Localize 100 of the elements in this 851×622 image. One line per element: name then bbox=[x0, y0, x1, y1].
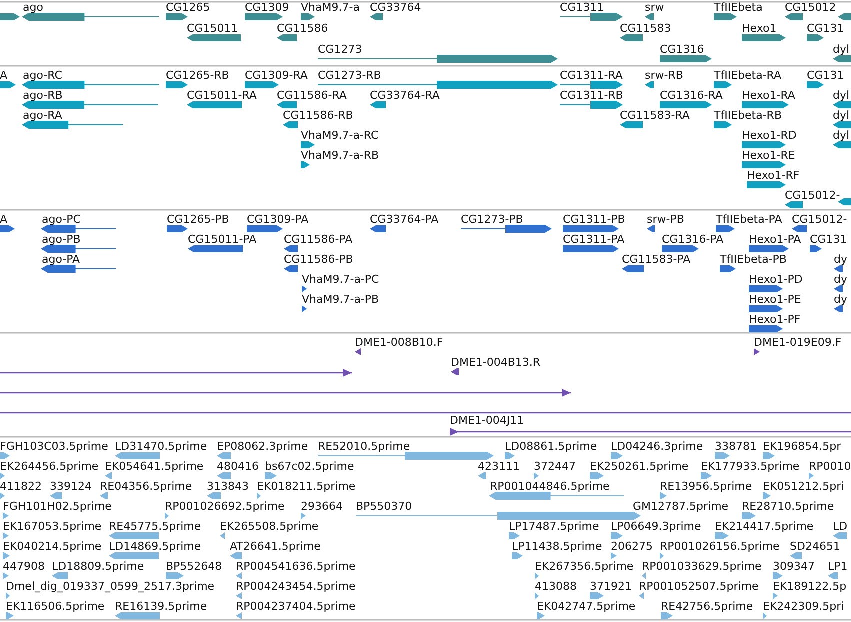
feature-label: CG1316-RA bbox=[660, 89, 723, 102]
feature-label: CG11586-RB bbox=[283, 109, 354, 122]
feature-label: RE52010.5prime bbox=[318, 440, 410, 453]
feature-label: CG15011-PA bbox=[188, 233, 257, 246]
feature-label: CG11586-RA bbox=[277, 89, 347, 102]
feature-label: 338781 bbox=[715, 440, 757, 453]
feature-label: DME1-019E09.F bbox=[754, 336, 842, 349]
feature-label: Dmel_dig_019337_0599_2517.3prime bbox=[6, 580, 215, 593]
feature-label: DME1-004J11 bbox=[450, 414, 524, 427]
feature-label: RP004237404.5prime bbox=[236, 600, 356, 613]
feature-label: CG131 bbox=[807, 22, 844, 35]
feature-label: LD bbox=[833, 520, 848, 533]
feature-label: srw-PB bbox=[647, 213, 684, 226]
feature-label: A bbox=[0, 213, 8, 226]
feature-label: CG11583-PA bbox=[622, 253, 691, 266]
feature-label: CG33764-RA bbox=[370, 89, 440, 102]
feature-label: LD04246.3prime bbox=[611, 440, 704, 453]
feature-label: CG1273-PB bbox=[461, 213, 524, 226]
feature-label: CG1316 bbox=[660, 43, 704, 56]
feature-label: VhaM9.7-a-RC bbox=[301, 129, 379, 142]
feature-label: VhaM9.7-a bbox=[301, 1, 360, 14]
feature-label: 206275 bbox=[611, 540, 653, 553]
feature-label: CG1311-PA bbox=[563, 233, 625, 246]
feature-label: CG1311-PB bbox=[563, 213, 626, 226]
feature-label: Hexo1-RD bbox=[742, 129, 797, 142]
feature-label: 447908 bbox=[3, 560, 45, 573]
feature-label: 372447 bbox=[534, 460, 576, 473]
feature-label: ago-RA bbox=[23, 109, 62, 122]
feature-label: BP552648 bbox=[166, 560, 222, 573]
feature-label: srw-RB bbox=[645, 69, 684, 82]
feature-label: CG1309 bbox=[245, 1, 290, 14]
feature-label: RP001052507.5prime bbox=[639, 580, 759, 593]
feature-label: Hexo1-RF bbox=[747, 169, 800, 182]
feature-label: Hexo1-PD bbox=[749, 273, 803, 286]
feature-label: RE28710.5prime bbox=[742, 500, 834, 513]
feature-label: CG1311-RA bbox=[560, 69, 623, 82]
feature-label: SD24651 bbox=[790, 540, 840, 553]
feature-label: EK051212.5pri bbox=[763, 480, 844, 493]
feature-label: Hexo1-RE bbox=[742, 149, 796, 162]
feature-label: 411822 bbox=[0, 480, 42, 493]
feature-label: TfIIEbeta-PB bbox=[720, 253, 787, 266]
feature-label: CG1316-PA bbox=[662, 233, 724, 246]
feature-label: RE16139.5prime bbox=[115, 600, 208, 613]
feature-label: LP11438.5prime bbox=[512, 540, 602, 553]
feature-label: 309347 bbox=[773, 560, 815, 573]
feature-label: CG33764-PA bbox=[370, 213, 439, 226]
feature-label: CG11583 bbox=[620, 22, 672, 35]
feature-label: Hexo1 bbox=[742, 22, 777, 35]
feature-label: Hexo1-PE bbox=[749, 293, 802, 306]
feature-label: dyl bbox=[833, 109, 850, 122]
feature-label: RP004243454.5prime bbox=[236, 580, 356, 593]
feature-label: 339124 bbox=[50, 480, 92, 493]
feature-label: dyl bbox=[833, 43, 850, 56]
feature-label: LP17487.5prime bbox=[509, 520, 600, 533]
feature-label: RP001026692.5prime bbox=[165, 500, 285, 513]
feature-label: EK242309.5pri bbox=[763, 600, 844, 613]
feature-label: CG1309-RA bbox=[245, 69, 308, 82]
feature-label: 480416 bbox=[217, 460, 259, 473]
feature-label: CG1273-RB bbox=[318, 69, 382, 82]
feature-label: EK264456.5prime bbox=[0, 460, 99, 473]
feature-label: ago-RC bbox=[23, 69, 62, 82]
feature-label: 413088 bbox=[535, 580, 577, 593]
feature-label: RE42756.5prime bbox=[661, 600, 754, 613]
feature-label: EK196854.5pr bbox=[763, 440, 842, 453]
feature-label: dy bbox=[834, 293, 848, 306]
feature-label: DME1-004B13.R bbox=[451, 356, 541, 369]
feature-label: DME1-008B10.F bbox=[355, 336, 444, 349]
feature-label: ago bbox=[23, 1, 44, 14]
feature-label: EK177933.5prime bbox=[701, 460, 800, 473]
feature-label: RP0010 bbox=[809, 460, 851, 473]
feature-label: TfIIEbeta-RA bbox=[714, 69, 782, 82]
feature-label: dyl bbox=[833, 129, 850, 142]
feature-label: A bbox=[0, 69, 8, 82]
feature-label: TfIIEbeta bbox=[714, 1, 763, 14]
feature-label: LD14869.5prime bbox=[109, 540, 202, 553]
feature-label: CG1311 bbox=[560, 1, 604, 14]
feature-label: srw bbox=[645, 1, 664, 14]
feature-label: RE45775.5prime bbox=[109, 520, 202, 533]
feature-label: CG1265 bbox=[166, 1, 210, 14]
feature-label: 423111 bbox=[478, 460, 520, 473]
feature-label: CG1311-RB bbox=[560, 89, 624, 102]
feature-label: TfIIEbeta-RB bbox=[714, 109, 782, 122]
feature-label: CG15012- bbox=[792, 213, 848, 226]
feature-label: FGH103C03.5prime bbox=[0, 440, 108, 453]
feature-label: EK214417.5prime bbox=[715, 520, 814, 533]
feature-label: CG15012 bbox=[785, 1, 836, 14]
feature-label: 371921 bbox=[590, 580, 632, 593]
feature-label: dy bbox=[834, 273, 848, 286]
feature-label: EK167053.5prime bbox=[3, 520, 102, 533]
feature-label: bs67c02.5prime bbox=[265, 460, 354, 473]
feature-label: RP001033629.5prime bbox=[642, 560, 762, 573]
feature-label: dyl bbox=[833, 89, 850, 102]
feature-label: CG11586-PA bbox=[284, 233, 353, 246]
feature-label: CG15012- bbox=[785, 189, 840, 202]
feature-label: BP550370 bbox=[356, 500, 412, 513]
feature-label: Hexo1-PA bbox=[749, 233, 802, 246]
feature-label: ago-PA bbox=[42, 253, 80, 266]
feature-label: FGH101H02.5prime bbox=[3, 500, 112, 513]
feature-label: EK265508.5prime bbox=[220, 520, 319, 533]
feature-label: CG1273 bbox=[318, 43, 362, 56]
